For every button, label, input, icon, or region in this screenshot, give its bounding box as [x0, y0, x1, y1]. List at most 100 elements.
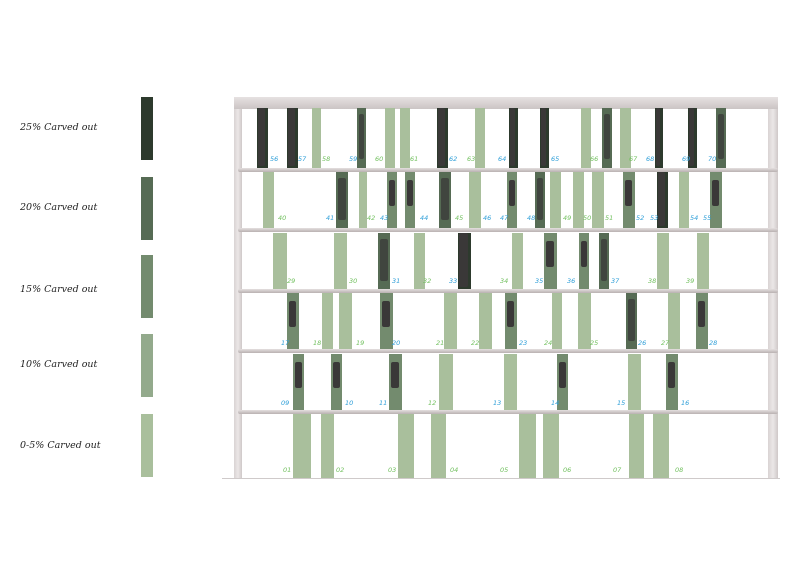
wood-plank [666, 354, 678, 410]
shelf-board [238, 349, 778, 353]
wood-plank [697, 233, 709, 289]
plank-number: 51 [605, 214, 614, 222]
carved-area [407, 180, 413, 206]
plank-number: 01 [283, 466, 292, 474]
wood-plank [257, 108, 268, 168]
carved-area [333, 362, 340, 388]
plank-number: 12 [428, 399, 437, 407]
wood-plank [623, 172, 635, 228]
carved-area [537, 177, 543, 220]
wood-plank [387, 172, 397, 228]
wood-plank [263, 172, 274, 228]
plank-number: 66 [590, 155, 599, 163]
wood-plank [679, 172, 689, 228]
carved-area [359, 114, 364, 159]
plank-number: 32 [423, 277, 432, 285]
carved-area [628, 298, 635, 341]
plank-number: 60 [375, 155, 384, 163]
wood-plank [469, 172, 481, 228]
carved-area [459, 233, 468, 287]
plank-number: 43 [380, 214, 389, 222]
plank-number: 50 [583, 214, 592, 222]
plank-number: 39 [686, 277, 695, 285]
carved-area [658, 172, 665, 226]
wood-plank [581, 108, 591, 168]
wood-plank [405, 172, 415, 228]
plank-number: 17 [281, 339, 290, 347]
legend-swatch [141, 255, 153, 318]
shelf-board [238, 410, 778, 414]
carved-area [289, 301, 297, 327]
plank-number: 58 [322, 155, 331, 163]
wood-plank [512, 233, 523, 289]
wood-plank [688, 108, 697, 168]
legend-label: 10% Carved out [20, 359, 98, 370]
plank-number: 13 [493, 399, 502, 407]
wood-plank [540, 108, 549, 168]
wood-plank [716, 108, 726, 168]
plank-number: 63 [467, 155, 476, 163]
plank-number: 23 [519, 339, 528, 347]
plank-number: 29 [287, 277, 296, 285]
shelf-board [238, 289, 778, 293]
wood-plank [668, 293, 680, 349]
wood-plank [557, 354, 568, 410]
carved-area [288, 108, 295, 166]
plank-number: 64 [498, 155, 507, 163]
legend-label: 0-5% Carved out [20, 440, 101, 451]
plank-number: 37 [611, 277, 620, 285]
wood-plank [321, 414, 334, 478]
wood-plank [653, 414, 669, 478]
plank-number: 24 [544, 339, 553, 347]
wood-plank [378, 233, 390, 289]
plank-number: 70 [708, 155, 717, 163]
wood-plank [398, 414, 414, 478]
plank-number: 22 [471, 339, 480, 347]
plank-number: 49 [563, 214, 572, 222]
wood-plank [475, 108, 485, 168]
carved-area [718, 114, 724, 159]
plank-number: 53 [650, 214, 659, 222]
plank-number: 02 [336, 466, 345, 474]
wood-plank [479, 293, 492, 349]
wood-plank [357, 108, 366, 168]
wood-plank [543, 414, 559, 478]
plank-number: 21 [436, 339, 445, 347]
wood-plank [509, 108, 518, 168]
plank-number: 05 [500, 466, 509, 474]
top-beam [234, 97, 778, 109]
carved-area [698, 301, 706, 327]
wood-plank [599, 233, 609, 289]
wood-plank [655, 108, 663, 168]
wood-plank [626, 293, 637, 349]
plank-number: 42 [367, 214, 376, 222]
carved-area [656, 108, 660, 166]
plank-number: 10 [345, 399, 354, 407]
plank-number: 26 [638, 339, 647, 347]
plank-number: 69 [682, 155, 691, 163]
wood-plank [331, 354, 342, 410]
plank-number: 40 [278, 214, 287, 222]
left-post [234, 97, 242, 478]
legend-swatch [141, 414, 153, 477]
wood-plank [458, 233, 471, 289]
plank-number: 67 [629, 155, 638, 163]
legend-label: 15% Carved out [20, 284, 98, 295]
plank-number: 55 [703, 214, 712, 222]
plank-number: 45 [455, 214, 464, 222]
plank-number: 18 [313, 339, 322, 347]
plank-number: 36 [567, 277, 576, 285]
plank-number: 15 [617, 399, 626, 407]
plank-number: 03 [388, 466, 397, 474]
plank-number: 08 [675, 466, 684, 474]
wood-plank [519, 414, 536, 478]
carved-area [391, 362, 399, 388]
carved-area [546, 241, 554, 267]
wood-plank [389, 354, 402, 410]
wood-plank [312, 108, 321, 168]
plank-number: 65 [551, 155, 560, 163]
carved-area [509, 180, 515, 206]
plank-number: 46 [483, 214, 492, 222]
plank-number: 38 [648, 277, 657, 285]
wood-plank [550, 172, 561, 228]
